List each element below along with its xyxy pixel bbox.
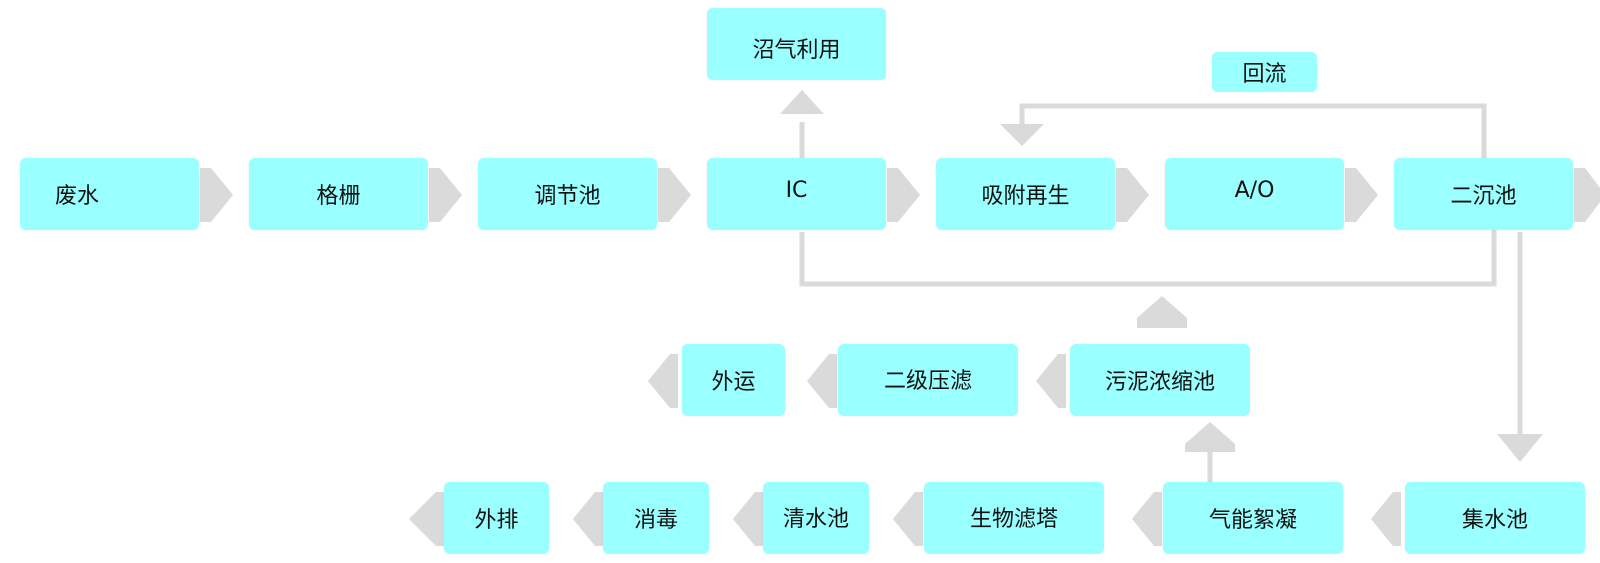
arrow-down: [1497, 434, 1543, 462]
arrow-right: [1574, 168, 1600, 222]
arrow-left: [807, 354, 837, 408]
arrow-left: [733, 492, 763, 546]
node-ao: A/O: [1165, 158, 1344, 230]
node-adsorption-regeneration: 吸附再生: [936, 158, 1115, 230]
sludge-return-line: [799, 230, 1497, 287]
arrow-left: [409, 492, 444, 546]
arrow-left: [1036, 354, 1066, 408]
node-label: 清水池: [782, 507, 849, 532]
node-label: 生物滤塔: [969, 507, 1058, 532]
node-label: 沼气利用: [752, 38, 841, 63]
node-label: 污泥浓缩池: [1104, 370, 1215, 395]
arrow-right: [429, 168, 462, 222]
reflux-label-box: 回流: [1212, 52, 1317, 92]
node-label: 吸附再生: [981, 184, 1070, 209]
node-label: 气能絮凝: [1208, 508, 1297, 533]
arrow-right: [887, 168, 920, 222]
node-label: 外运: [711, 370, 756, 395]
arrow-right: [200, 168, 233, 222]
node-sludge-thickener: 污泥浓缩池: [1070, 344, 1250, 416]
node-label: 消毒: [633, 508, 678, 533]
node-disinfection: 消毒: [603, 482, 709, 554]
node-label: 集水池: [1461, 508, 1528, 533]
arrow-right: [1116, 168, 1149, 222]
node-air-flotation: 气能絮凝: [1163, 482, 1343, 554]
node-sludge-outbound: 外运: [682, 344, 785, 416]
node-biogas-utilization: 沼气利用: [707, 8, 886, 80]
node-wastewater: 废水: [20, 158, 199, 230]
arrow-left: [1371, 492, 1401, 546]
arrow-left: [648, 354, 678, 408]
node-clear-water-tank: 清水池: [763, 482, 869, 554]
arrowheads: [200, 90, 1600, 546]
arrow-left: [893, 492, 923, 546]
node-label: 二级压滤: [883, 369, 972, 394]
arrow-right: [658, 168, 691, 222]
arrow-up: [780, 90, 824, 114]
node-label: 格栅: [316, 184, 361, 209]
node-collection-tank: 集水池: [1405, 482, 1585, 554]
node-label: 调节池: [534, 184, 601, 209]
node-label: 废水: [55, 184, 100, 209]
arrow-left: [1132, 492, 1162, 546]
arrow-down: [1000, 124, 1044, 146]
reflux-line: [1019, 103, 1487, 158]
node-label: 二沉池: [1450, 184, 1517, 209]
node-label: 外排: [474, 508, 519, 533]
reflux-label: 回流: [1242, 62, 1287, 87]
node-secondary-press-filter: 二级压滤: [838, 344, 1018, 416]
node-biofilter-tower: 生物滤塔: [924, 482, 1104, 554]
node-secondary-clarifier: 二沉池: [1394, 158, 1573, 230]
node-screen: 格栅: [249, 158, 428, 230]
node-ic: IC: [707, 158, 886, 230]
arrow-up: [1137, 296, 1187, 328]
arrow-right: [1345, 168, 1378, 222]
node-equalization-tank: 调节池: [478, 158, 657, 230]
node-label: IC: [785, 178, 808, 203]
node-discharge: 外排: [444, 482, 549, 554]
arrow-left: [573, 492, 603, 546]
arrow-up: [1185, 422, 1235, 452]
node-label: A/O: [1234, 178, 1275, 203]
connector-lines: [799, 103, 1523, 484]
